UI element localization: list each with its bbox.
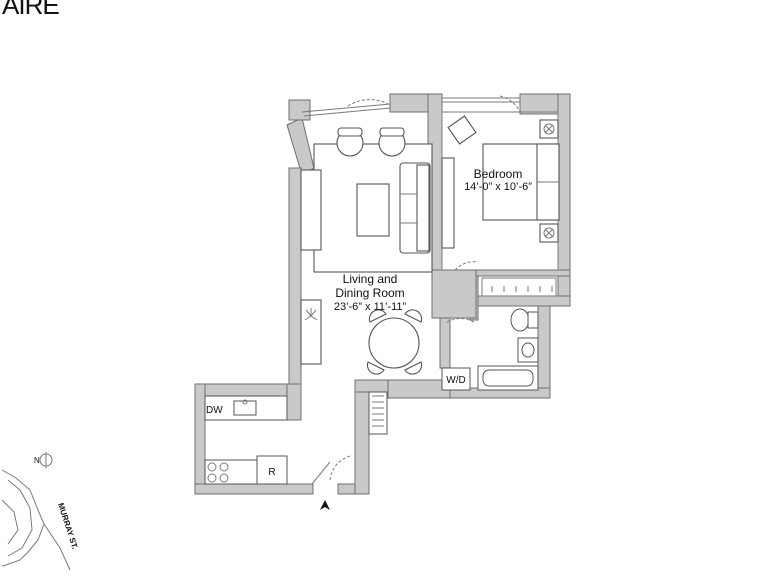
door-swings [311,95,521,485]
street-label: MURRAY ST. [56,502,79,550]
bedroom-dimensions: 14’-0” x 10’-6” [464,181,532,193]
living-furniture [300,127,433,375]
closet [491,286,553,292]
bathroom-fixtures [441,308,539,391]
kitchen-fixtures [204,391,388,485]
bedroom-furniture [441,115,560,249]
washer-dryer-label: W/D [446,375,465,386]
living-room-name-line2: Dining Room [335,286,404,300]
bedroom-name: Bedroom [474,167,523,181]
living-room-dimensions: 23’-6” x 11’-11” [334,301,407,313]
key-plan: N MURRAY ST. [1,452,79,571]
brand-logo: AIRE [2,0,59,20]
dishwasher-label: DW [206,405,223,416]
north-label: N [34,456,40,465]
refrigerator-label: R [268,467,275,478]
entry-arrow-icon [320,500,330,510]
living-room-name-line1: Living and [343,272,398,286]
